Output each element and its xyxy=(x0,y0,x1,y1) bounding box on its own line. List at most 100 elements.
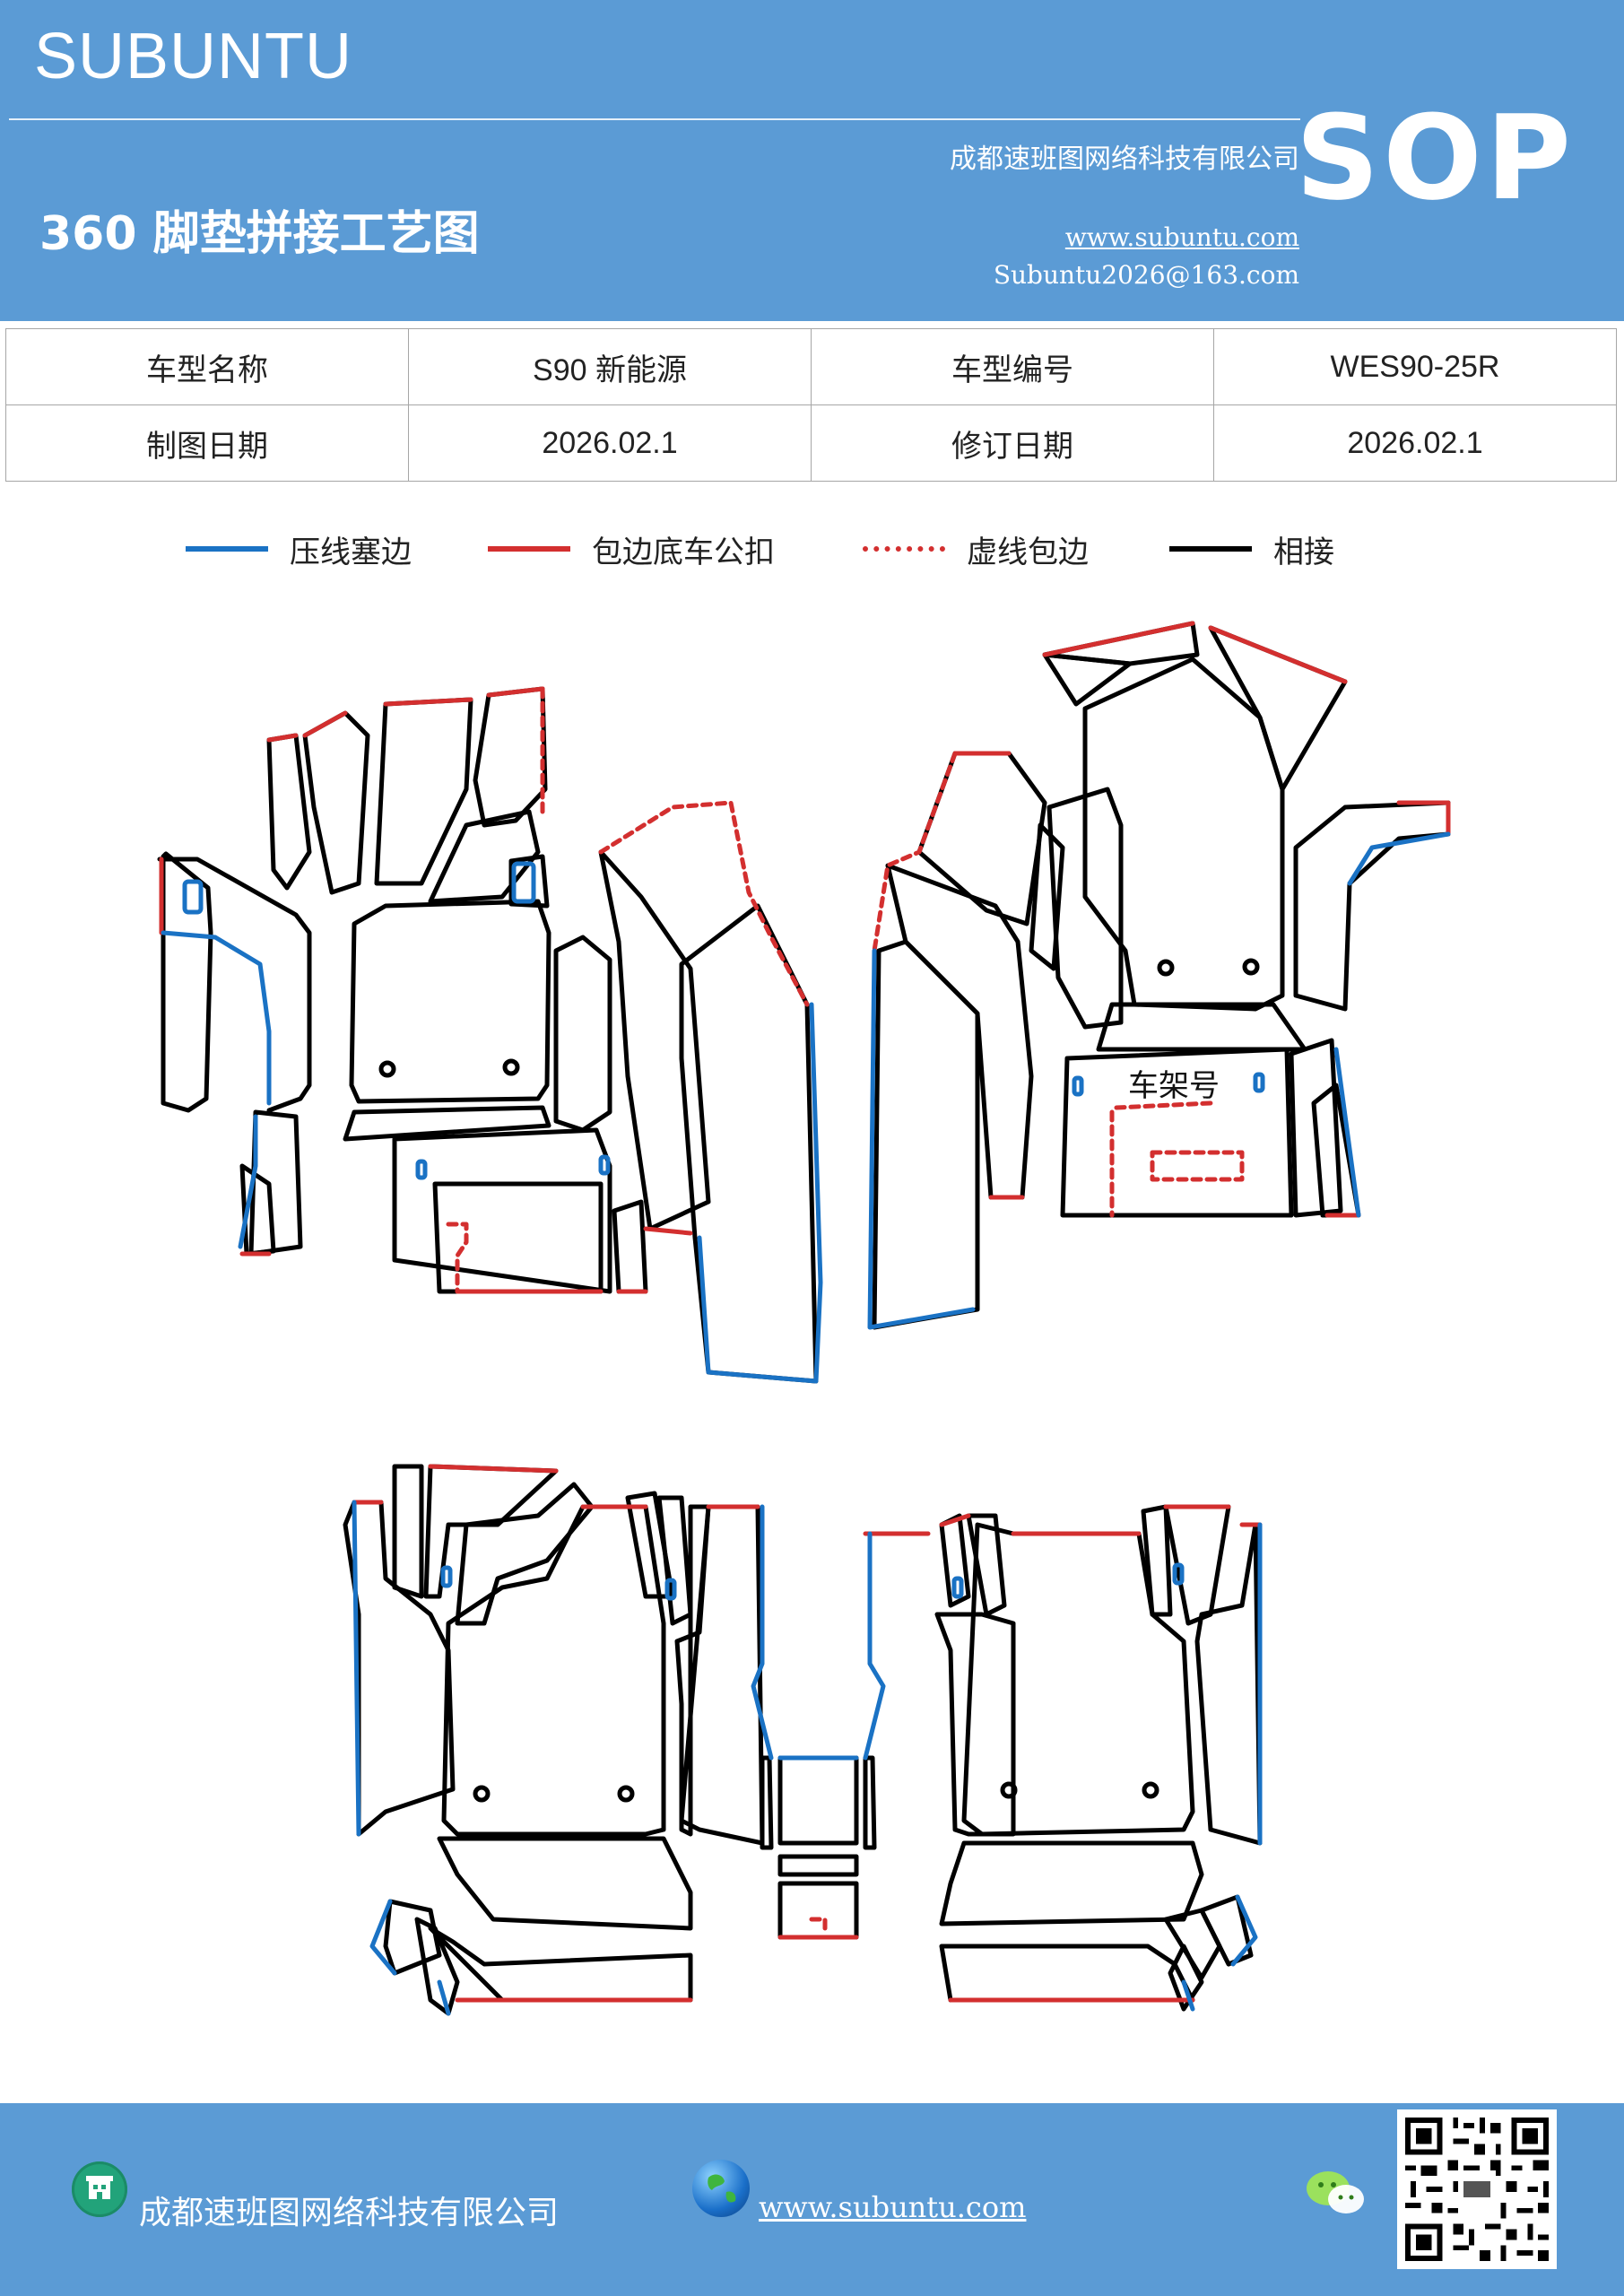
mat-piece xyxy=(302,710,370,895)
mat-piece xyxy=(553,935,612,1133)
table-cell-value: 2026.02.1 xyxy=(1213,404,1617,482)
blue-edge xyxy=(867,948,976,1330)
table-cell-value: WES90-25R xyxy=(1213,328,1617,405)
mat-piece xyxy=(679,1504,765,1846)
mat-hole xyxy=(473,1785,491,1803)
mat-piece xyxy=(1029,822,1065,971)
mat-piece xyxy=(1141,1504,1173,1617)
mat-piece xyxy=(1082,657,1285,1012)
mat-hole xyxy=(1242,958,1260,976)
vehicle-info-table: 车型名称 S90 新能源 车型编号 WES90-25R 制图日期 2026.02… xyxy=(5,328,1617,482)
legend-label: 相接 xyxy=(1273,534,1334,570)
wechat-icon[interactable] xyxy=(1305,2169,1368,2219)
mat-piece xyxy=(777,1881,859,1940)
mat-piece xyxy=(1199,1894,1254,1967)
mat-piece xyxy=(885,863,1034,1200)
mat-piece xyxy=(863,1755,877,1850)
red-dashed-edge xyxy=(446,1222,469,1294)
mat-piece xyxy=(473,686,548,828)
mat-piece xyxy=(1168,1944,1204,2012)
red-line-swatch xyxy=(488,546,570,552)
mat-piece xyxy=(939,1944,1195,2003)
legend-item-blue: 压线塞边 xyxy=(186,522,412,576)
table-cell-value: S90 新能源 xyxy=(408,328,812,405)
red-edge xyxy=(643,1226,693,1236)
mat-piece xyxy=(414,1917,460,2016)
red-edge xyxy=(428,1464,559,1474)
mat-piece xyxy=(428,1926,693,2003)
mat-hole xyxy=(1142,1781,1159,1799)
mat-piece xyxy=(1042,652,1133,707)
red-dashed-line-swatch xyxy=(863,546,945,552)
table-cell-label: 车型名称 xyxy=(5,328,409,405)
mat-piece xyxy=(441,1504,666,1837)
mat-piece xyxy=(343,1105,551,1142)
red-dashed-edge xyxy=(872,751,958,953)
mat-hole xyxy=(1000,1781,1018,1799)
mat-piece xyxy=(266,733,312,891)
legend-label: 压线塞边 xyxy=(290,534,412,570)
slot xyxy=(415,1159,428,1180)
mat-piece xyxy=(760,1755,774,1850)
slot xyxy=(182,879,204,915)
blue-edge xyxy=(238,1114,258,1249)
slot xyxy=(951,1576,964,1599)
mat-hole xyxy=(378,1060,396,1078)
table-cell-label: 车型编号 xyxy=(811,328,1214,405)
slot xyxy=(1072,1075,1084,1097)
mat-piece xyxy=(432,1181,604,1294)
mat-piece xyxy=(423,1464,559,1599)
header-company: 成都速班图网络科技有限公司 xyxy=(950,144,1299,175)
header-email: Subuntu2026@163.com xyxy=(993,260,1299,290)
qr-code xyxy=(1397,2109,1557,2269)
header-divider xyxy=(9,118,1300,120)
blue-line-swatch xyxy=(186,546,268,552)
line-legend: 压线塞边 包边底车公扣 虚线包边 相接 xyxy=(0,522,1624,576)
mat-hole xyxy=(617,1785,635,1803)
mat-piece xyxy=(349,899,551,1104)
red-edge xyxy=(1042,621,1195,657)
blue-edge xyxy=(437,1979,451,2016)
mat-piece xyxy=(934,1612,1016,1837)
mat-piece xyxy=(612,1199,648,1294)
blue-edge xyxy=(1333,1047,1361,1218)
red-edge xyxy=(266,733,299,743)
header-website-link[interactable]: www.subuntu.com xyxy=(1064,222,1299,252)
blue-edge xyxy=(1230,1894,1258,1967)
slot xyxy=(511,861,536,904)
mat-piece xyxy=(1289,1038,1343,1218)
blue-edge xyxy=(369,1899,397,1976)
slot xyxy=(664,1578,677,1601)
mat-piece xyxy=(248,1109,303,1257)
mat-piece xyxy=(1060,1047,1294,1218)
blue-edge xyxy=(1181,1979,1195,2012)
building-icon xyxy=(72,2161,127,2217)
red-edge xyxy=(1396,800,1451,837)
footer-website-link[interactable]: www.subuntu.com xyxy=(759,2190,1027,2224)
mat-piece xyxy=(428,809,541,904)
red-edge xyxy=(1208,625,1348,684)
black-line-swatch xyxy=(1169,546,1252,552)
blue-edge xyxy=(352,1500,361,1837)
mat-piece xyxy=(966,1513,1007,1617)
blue-edge xyxy=(697,1002,823,1384)
legend-item-red-dashed: 虚线包边 xyxy=(863,522,1089,576)
slot xyxy=(598,1154,611,1176)
blue-edge xyxy=(863,1531,886,1761)
table-cell-label: 修订日期 xyxy=(811,404,1214,482)
mat-piece xyxy=(392,1464,424,1599)
blue-edge xyxy=(161,930,272,1106)
slot xyxy=(1253,1072,1265,1093)
mat-hole xyxy=(502,1058,520,1076)
slot xyxy=(440,1565,453,1588)
mat-piece xyxy=(656,1495,693,1626)
footer-company: 成都速班图网络科技有限公司 xyxy=(139,2195,560,2231)
red-dashed-edge xyxy=(809,1917,828,1935)
mat-piece xyxy=(777,1854,859,1877)
table-row: 车型名称 S90 新能源 车型编号 WES90-25R xyxy=(5,328,1617,405)
blue-edge xyxy=(1347,831,1451,886)
mat-piece xyxy=(1194,1522,1263,1846)
document-title: 360 脚垫拼接工艺图 xyxy=(39,207,480,261)
mat-piece xyxy=(455,1482,595,1626)
